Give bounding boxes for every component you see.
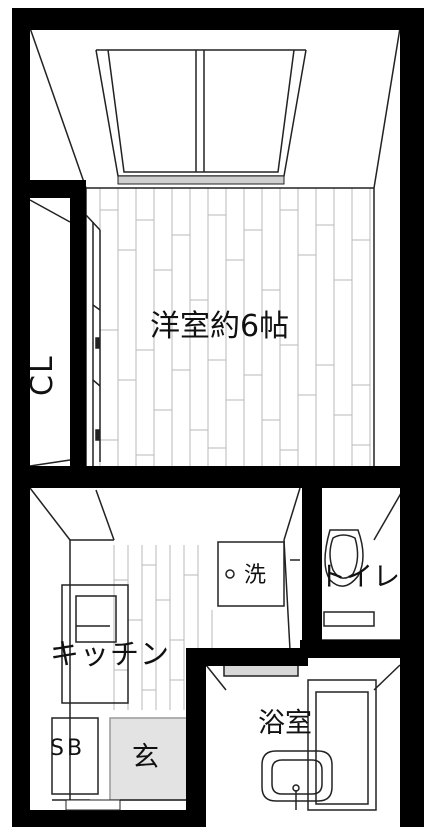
kitchen-flooring: [113, 545, 213, 710]
washer-area: [217, 487, 301, 651]
kitchen-counter: [29, 487, 189, 810]
kitchen-label: キッチン: [50, 637, 171, 671]
toilet-label: トイレ: [319, 562, 400, 593]
entrance-label: 玄: [132, 742, 159, 773]
bath-label: 浴室: [258, 708, 312, 739]
walls: [12, 8, 424, 827]
main-room-label: 洋室約6帖: [150, 309, 290, 344]
closet-doors: [29, 199, 101, 467]
washer-label: 洗: [244, 563, 267, 588]
closet-label: CL: [25, 354, 60, 396]
entrance-threshold: [65, 799, 121, 811]
window: [95, 49, 307, 177]
window-sill: [117, 175, 285, 185]
shoe-box-label: SB: [50, 736, 86, 761]
main-room-flooring: [99, 188, 371, 468]
